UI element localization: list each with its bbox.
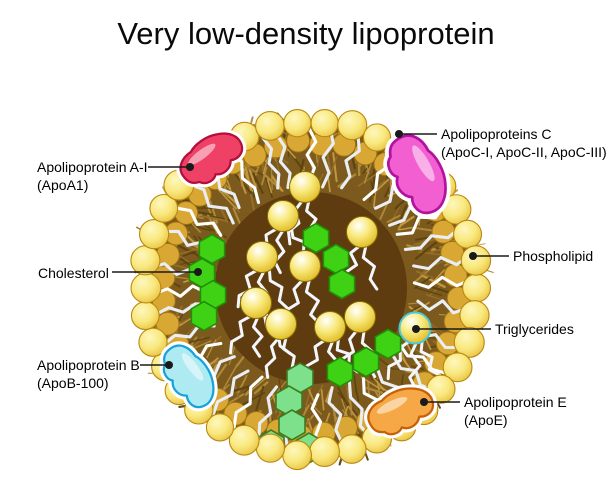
cholesterol-hexagon (322, 243, 350, 275)
label-apolipoproteins-c-line2: (ApoC-I, ApoC-II, ApoC-III) (441, 144, 607, 160)
label-cholesterol-line1: Cholesterol (38, 265, 109, 281)
apolipoprotein-a1-blob (176, 129, 247, 188)
phospholipid-head (205, 413, 235, 442)
cholesterol-hexagon (278, 409, 306, 441)
leader-dot (469, 252, 477, 260)
label-cholesterol: Cholesterol (38, 264, 109, 282)
cholesterol-hexagon (286, 362, 314, 394)
cholesterol-hexagon (198, 233, 226, 265)
triglycerides-group (229, 171, 442, 391)
phospholipid-head (309, 436, 340, 467)
phospholipid-head (442, 352, 473, 383)
apolipoprotein-b-blob (159, 341, 218, 412)
apolipoproteins-c-blob (383, 130, 451, 218)
label-apolipoprotein-a1: Apolipoprotein A-I (ApoA1) (37, 158, 148, 194)
label-apolipoproteins-c: Apolipoproteins C (ApoC-I, ApoC-II, ApoC… (441, 125, 607, 161)
leader-dot (165, 361, 173, 369)
phospholipid-head (362, 123, 392, 152)
label-apolipoprotein-e-line2: (ApoE) (464, 412, 508, 428)
cholesterol-hexagon (275, 385, 303, 417)
cholesterol-hexagon (188, 257, 216, 289)
phospholipid-head (453, 219, 483, 249)
leader-dot (420, 398, 428, 406)
label-apolipoprotein-e: Apolipoprotein E (ApoE) (464, 393, 567, 429)
cholesterol-hexagon (190, 300, 218, 332)
label-apolipoprotein-b-line1: Apolipoprotein B (37, 357, 140, 373)
phospholipid-head (337, 110, 368, 141)
phospholipid-head (460, 245, 492, 276)
label-apolipoprotein-b: Apolipoprotein B (ApoB-100) (37, 356, 140, 392)
cholesterol-hexagon (302, 222, 330, 254)
label-apolipoprotein-b-line2: (ApoB-100) (37, 375, 109, 391)
phospholipid-head (459, 300, 490, 331)
leader-dot (412, 325, 420, 333)
cholesterol-hexagon (326, 356, 354, 388)
label-apolipoprotein-e-line1: Apolipoprotein E (464, 394, 567, 410)
phospholipid-head (255, 433, 286, 463)
label-triglycerides-line1: Triglycerides (495, 321, 574, 337)
phospholipid-head (283, 108, 312, 138)
phospholipid-head (228, 424, 260, 456)
phospholipid-head (130, 301, 160, 331)
cholesterol-hexagon (374, 328, 402, 360)
triglyceride-sphere (264, 308, 301, 379)
cholesterol-hexagon (328, 268, 356, 300)
label-triglycerides: Triglycerides (495, 320, 574, 338)
phospholipid-head (138, 218, 170, 250)
apolipoprotein-e-blob (364, 384, 438, 439)
phospholipid-head (336, 434, 367, 464)
phospholipid-head (149, 193, 179, 223)
label-apolipoprotein-a1-line1: Apolipoprotein A-I (37, 159, 148, 175)
phospholipid-head (138, 327, 168, 357)
label-apolipoprotein-a1-line2: (ApoA1) (37, 177, 89, 193)
phospholipid-head (462, 273, 492, 303)
leader-dot (186, 163, 194, 171)
leader-dot (194, 268, 202, 276)
cholesterol-hexagon (352, 346, 380, 378)
phospholipid-head (310, 108, 339, 138)
phospholipid-head (282, 440, 313, 471)
phospholipid-head (130, 245, 161, 276)
leader-dot (395, 130, 403, 138)
label-apolipoproteins-c-line1: Apolipoproteins C (441, 126, 552, 142)
page-title: Very low-density lipoprotein (117, 16, 495, 51)
phospholipid-head (255, 110, 285, 141)
label-phospholipid-line1: Phospholipid (513, 248, 594, 264)
leader-lines (112, 130, 509, 406)
phospholipid-head (130, 272, 162, 304)
phospholipid-head (453, 326, 485, 358)
cholesterol-group (188, 222, 402, 388)
label-phospholipid: Phospholipid (513, 247, 593, 265)
